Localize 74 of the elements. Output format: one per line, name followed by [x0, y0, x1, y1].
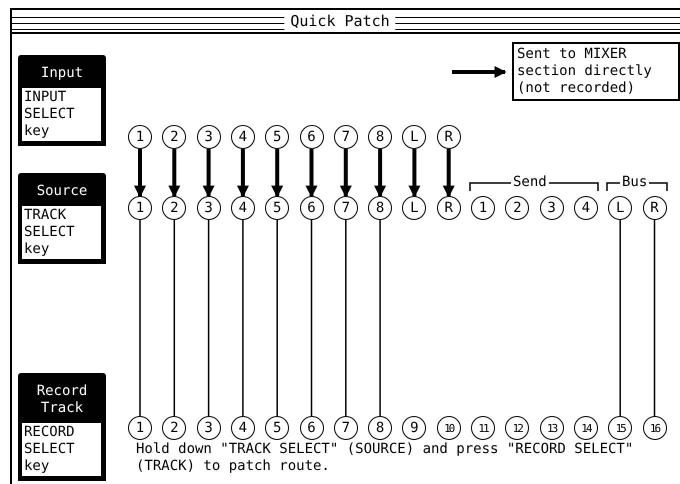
channel-circle: R	[436, 196, 461, 220]
channel-circle: 13	[540, 416, 564, 440]
channel-circle: 9	[402, 416, 426, 440]
channel-circle: 4	[230, 196, 255, 220]
channel-circle: R	[436, 125, 461, 149]
arrow	[168, 149, 180, 198]
key-box	[18, 373, 106, 481]
channel-circle: 8	[368, 416, 392, 440]
channel-circle: 2	[162, 416, 186, 440]
channel-circle: 1	[471, 196, 495, 220]
title: Quick Patch	[284, 12, 396, 30]
connector-line	[208, 220, 210, 416]
channel-circle: L	[608, 196, 632, 220]
channel-circle: 11	[471, 416, 495, 440]
channel-circle: 4	[230, 125, 255, 149]
channel-circle: 7	[334, 196, 358, 220]
channel-circle: 6	[300, 196, 324, 220]
arrow	[202, 149, 215, 198]
channel-circle: 5	[265, 416, 290, 440]
channel-circle: 5	[265, 196, 290, 220]
key-heading: Input	[40, 64, 84, 83]
channel-circle: 3	[196, 125, 221, 149]
channel-circle: 10	[436, 416, 461, 440]
channel-circle: 4	[230, 416, 255, 440]
connector-line	[174, 220, 176, 416]
legend-text: Sent to MIXER section directly (not recorded)	[512, 42, 680, 101]
key-box	[18, 55, 106, 146]
channel-circle: 12	[505, 416, 530, 440]
connector-line	[654, 220, 656, 416]
channel-circle: 16	[642, 416, 666, 440]
key-heading: Source	[36, 182, 88, 201]
connector-line	[242, 220, 244, 416]
channel-circle: 2	[162, 125, 186, 149]
channel-circle: L	[402, 196, 426, 220]
arrow	[340, 149, 352, 198]
instruction-note: Hold down "TRACK SELECT" (SOURCE) and press "RECORD SELECT" (TRACK) to patch route.	[136, 441, 634, 475]
channel-circle: R	[642, 196, 666, 220]
channel-circle: 1	[128, 196, 152, 220]
key-heading: Record Track	[36, 382, 88, 418]
arrow	[306, 149, 318, 198]
arrow	[408, 149, 420, 198]
connector-line	[139, 220, 141, 416]
channel-circle: 6	[300, 416, 324, 440]
channel-circle: 1	[128, 125, 152, 149]
connector-line	[345, 220, 347, 416]
channel-circle: 2	[505, 196, 530, 220]
channel-circle: 15	[608, 416, 632, 440]
channel-circle: 3	[196, 196, 221, 220]
key-name: TRACK SELECT key	[22, 206, 101, 259]
key-box	[18, 173, 106, 264]
channel-circle: 5	[265, 125, 290, 149]
connector-line	[619, 220, 621, 416]
channel-circle: 7	[334, 416, 358, 440]
channel-circle: 6	[300, 125, 324, 149]
channel-circle: 1	[128, 416, 152, 440]
arrow	[374, 149, 386, 198]
channel-circle: 8	[368, 125, 392, 149]
channel-circle: L	[402, 125, 426, 149]
arrow	[442, 149, 455, 198]
connector-line	[276, 220, 278, 416]
channel-circle: 7	[334, 125, 358, 149]
channel-circle: 8	[368, 196, 392, 220]
channel-circle: 14	[574, 416, 598, 440]
channel-circle: 3	[540, 196, 564, 220]
arrow	[271, 149, 284, 198]
arrow	[236, 149, 249, 198]
key-name: RECORD SELECT key	[22, 423, 101, 476]
arrow	[134, 149, 146, 198]
key-name: INPUT SELECT key	[22, 88, 101, 141]
channel-circle: 3	[196, 416, 221, 440]
connector-line	[379, 220, 381, 416]
channel-circle: 4	[574, 196, 598, 220]
channel-circle: 2	[162, 196, 186, 220]
connector-line	[310, 220, 312, 416]
